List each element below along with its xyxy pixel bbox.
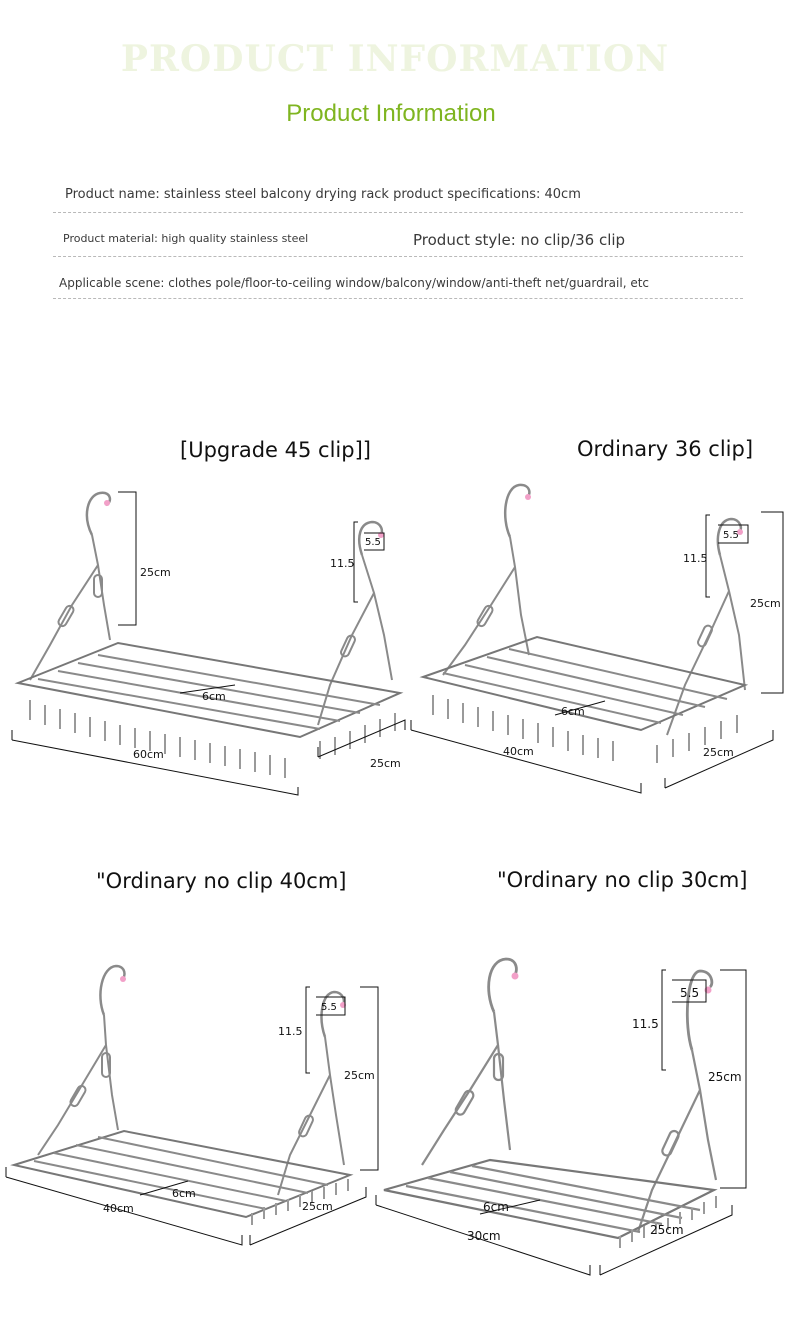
dim-rod-gap: 6cm: [202, 690, 226, 703]
dim-hook-height: 11.5: [330, 557, 355, 570]
dim-depth: 25cm: [302, 1200, 333, 1213]
dim-hook-top: 5.5: [365, 537, 381, 548]
dim-width: 40cm: [503, 745, 534, 758]
section-title: Product Information: [286, 100, 496, 127]
dim-hook-top: 5.5: [723, 530, 739, 541]
dim-depth: 25cm: [703, 746, 734, 759]
rack-diagram-upgrade-45-clip: 25cm 11.5 5.5 6cm 60cm 25cm: [11, 491, 406, 796]
dim-rod-gap: 6cm: [172, 1187, 196, 1200]
divider: [53, 298, 743, 299]
dim-hook-height: 11.5: [278, 1025, 303, 1038]
product-name-line: Product name: stainless steel balcony dr…: [65, 187, 581, 202]
dim-rod-gap: 6cm: [483, 1200, 509, 1214]
dim-depth: 25cm: [370, 757, 401, 770]
dim-hook-height: 11.5: [683, 552, 708, 565]
dim-chain-height: 25cm: [140, 566, 171, 579]
rack-diagram-ordinary-36-clip: 11.5 5.5 25cm 6cm 40cm 25cm: [410, 483, 784, 794]
dim-hook-top: 5.5: [321, 1002, 337, 1013]
product-heading: Ordinary 36 clip]: [577, 437, 754, 461]
product-heading: "Ordinary no clip 30cm]: [497, 868, 748, 892]
dim-hook-height: 11.5: [632, 1017, 659, 1031]
divider: [53, 212, 743, 213]
rack-diagram-no-clip-30cm: 11.5 5.5 25cm 6cm 30cm 25cm: [375, 957, 747, 1276]
product-heading: "Ordinary no clip 40cm]: [96, 869, 347, 893]
divider: [53, 256, 743, 257]
dim-width: 40cm: [103, 1202, 134, 1215]
dim-width: 30cm: [467, 1229, 501, 1243]
dim-chain-height: 25cm: [708, 1070, 742, 1084]
dim-depth: 25cm: [650, 1223, 684, 1237]
product-material: Product material: high quality stainless…: [63, 232, 309, 245]
product-heading: [Upgrade 45 clip]]: [180, 438, 371, 462]
dim-rod-gap: 6cm: [561, 705, 585, 718]
watermark-title: PRODUCT INFORMATION: [120, 38, 670, 80]
rack-diagram-no-clip-40cm: 11.5 5.5 25cm 6cm 40cm 25cm: [5, 964, 379, 1246]
applicable-scene: Applicable scene: clothes pole/floor-to-…: [59, 276, 650, 290]
dim-width: 60cm: [133, 748, 164, 761]
dim-chain-height: 25cm: [750, 597, 781, 610]
dim-chain-height: 25cm: [344, 1069, 375, 1082]
dim-hook-top: 5.5: [680, 986, 699, 1000]
product-style: Product style: no clip/36 clip: [413, 231, 626, 249]
